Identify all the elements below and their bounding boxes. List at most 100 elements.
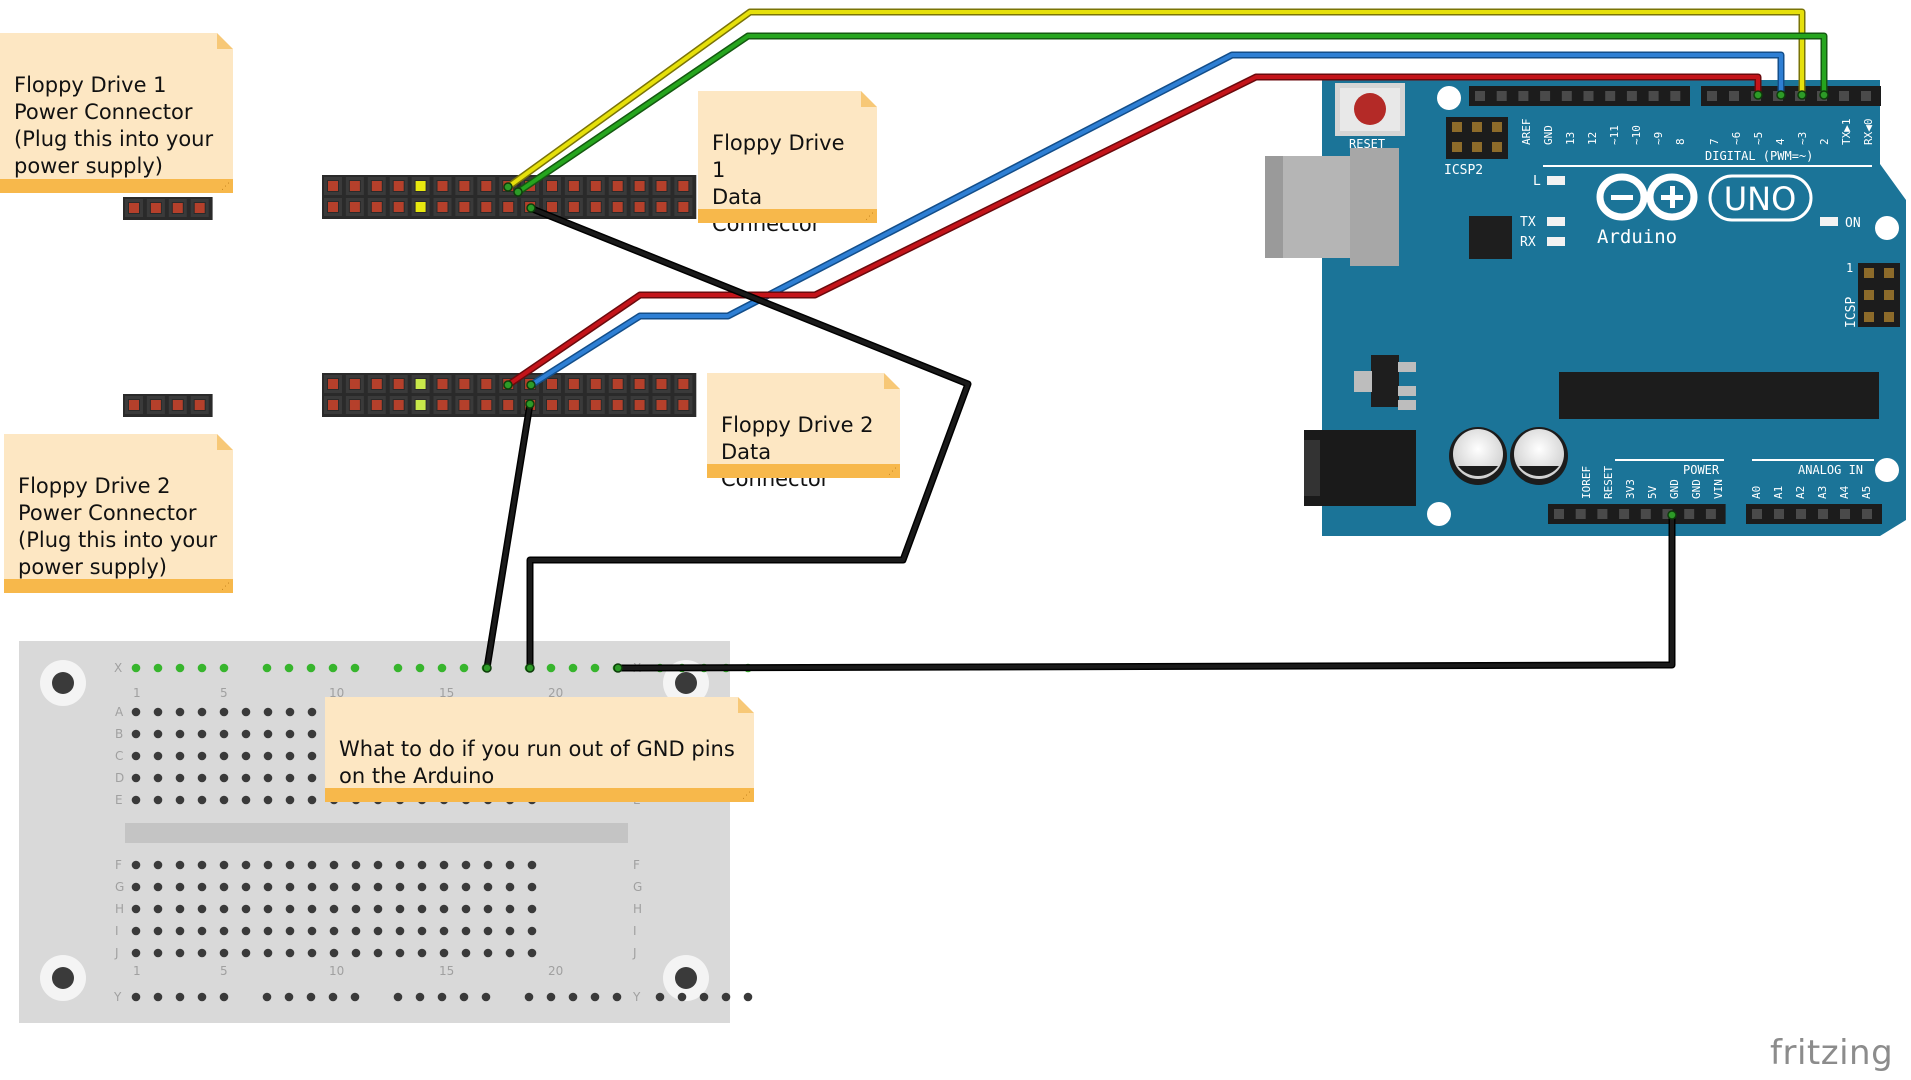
hole[interactable] <box>505 948 515 958</box>
rail-hole[interactable] <box>590 663 600 673</box>
hole[interactable] <box>263 926 273 936</box>
hole[interactable] <box>483 948 493 958</box>
hole[interactable] <box>307 882 317 892</box>
rail-hole[interactable] <box>175 992 185 1002</box>
hole[interactable] <box>263 904 273 914</box>
header-socket[interactable] <box>1597 509 1608 519</box>
header-socket[interactable] <box>1840 509 1850 519</box>
hole[interactable] <box>307 729 317 739</box>
note-resize-grip[interactable]: ⋰ <box>221 182 230 192</box>
hole[interactable] <box>285 795 295 805</box>
wire-blue-pin4[interactable] <box>527 51 1785 389</box>
hole[interactable] <box>197 773 207 783</box>
hole[interactable] <box>527 926 537 936</box>
rail-hole[interactable] <box>328 663 338 673</box>
hole[interactable] <box>131 904 141 914</box>
rail-hole[interactable] <box>393 663 403 673</box>
hole[interactable] <box>241 773 251 783</box>
hole[interactable] <box>483 882 493 892</box>
hole[interactable] <box>461 948 471 958</box>
rail-hole[interactable] <box>677 992 687 1002</box>
hole[interactable] <box>241 860 251 870</box>
hole[interactable] <box>219 773 229 783</box>
hole[interactable] <box>131 707 141 717</box>
hole[interactable] <box>439 904 449 914</box>
hole[interactable] <box>175 773 185 783</box>
rail-hole[interactable] <box>175 663 185 673</box>
hole[interactable] <box>219 860 229 870</box>
hole[interactable] <box>263 795 273 805</box>
hole[interactable] <box>351 860 361 870</box>
hole[interactable] <box>395 882 405 892</box>
hole[interactable] <box>417 926 427 936</box>
hole[interactable] <box>153 860 163 870</box>
hole[interactable] <box>483 926 493 936</box>
rail-hole[interactable] <box>131 992 141 1002</box>
header-socket[interactable] <box>1626 91 1637 101</box>
rail-hole[interactable] <box>153 992 163 1002</box>
rail-hole[interactable] <box>393 992 403 1002</box>
rail-hole[interactable] <box>328 992 338 1002</box>
rail-hole[interactable] <box>721 992 731 1002</box>
hole[interactable] <box>373 860 383 870</box>
hole[interactable] <box>153 729 163 739</box>
header-socket[interactable] <box>1818 509 1828 519</box>
hole[interactable] <box>131 948 141 958</box>
hole[interactable] <box>461 882 471 892</box>
hole[interactable] <box>285 729 295 739</box>
header-socket[interactable] <box>1561 91 1572 101</box>
hole[interactable] <box>351 904 361 914</box>
rail-hole[interactable] <box>306 663 316 673</box>
hole[interactable] <box>351 926 361 936</box>
header-socket[interactable] <box>1583 91 1594 101</box>
header-socket[interactable] <box>1475 91 1485 101</box>
hole[interactable] <box>417 948 427 958</box>
hole[interactable] <box>285 926 295 936</box>
hole[interactable] <box>461 904 471 914</box>
hole[interactable] <box>153 882 163 892</box>
hole[interactable] <box>307 904 317 914</box>
hole[interactable] <box>153 773 163 783</box>
hole[interactable] <box>527 948 537 958</box>
wire-red-pin5[interactable] <box>504 73 1762 389</box>
hole[interactable] <box>241 926 251 936</box>
hole[interactable] <box>197 948 207 958</box>
hole[interactable] <box>175 904 185 914</box>
rail-hole[interactable] <box>284 992 294 1002</box>
hole[interactable] <box>373 926 383 936</box>
rail-hole[interactable] <box>655 992 665 1002</box>
hole[interactable] <box>197 926 207 936</box>
rail-hole[interactable] <box>262 663 272 673</box>
hole[interactable] <box>175 948 185 958</box>
hole[interactable] <box>285 773 295 783</box>
rail-hole[interactable] <box>415 663 425 673</box>
hole[interactable] <box>241 707 251 717</box>
hole[interactable] <box>263 729 273 739</box>
header-socket[interactable] <box>1729 91 1739 101</box>
hole[interactable] <box>307 948 317 958</box>
rail-hole[interactable] <box>568 992 578 1002</box>
hole[interactable] <box>307 751 317 761</box>
hole[interactable] <box>197 860 207 870</box>
hole[interactable] <box>285 751 295 761</box>
header-socket[interactable] <box>1605 91 1616 101</box>
header-socket[interactable] <box>1839 91 1849 101</box>
rail-hole[interactable] <box>437 663 447 673</box>
hole[interactable] <box>505 926 515 936</box>
hole[interactable] <box>395 860 405 870</box>
rail-hole[interactable] <box>350 663 360 673</box>
rail-hole[interactable] <box>546 992 556 1002</box>
hole[interactable] <box>373 948 383 958</box>
header-socket[interactable] <box>1707 91 1717 101</box>
rail-hole[interactable] <box>612 992 622 1002</box>
rail-hole[interactable] <box>131 663 141 673</box>
header-socket[interactable] <box>1774 509 1784 519</box>
hole[interactable] <box>153 948 163 958</box>
rail-hole[interactable] <box>197 663 207 673</box>
hole[interactable] <box>175 860 185 870</box>
rail-hole[interactable] <box>590 992 600 1002</box>
hole[interactable] <box>241 904 251 914</box>
rail-hole[interactable] <box>219 992 229 1002</box>
hole[interactable] <box>241 948 251 958</box>
hole[interactable] <box>483 860 493 870</box>
